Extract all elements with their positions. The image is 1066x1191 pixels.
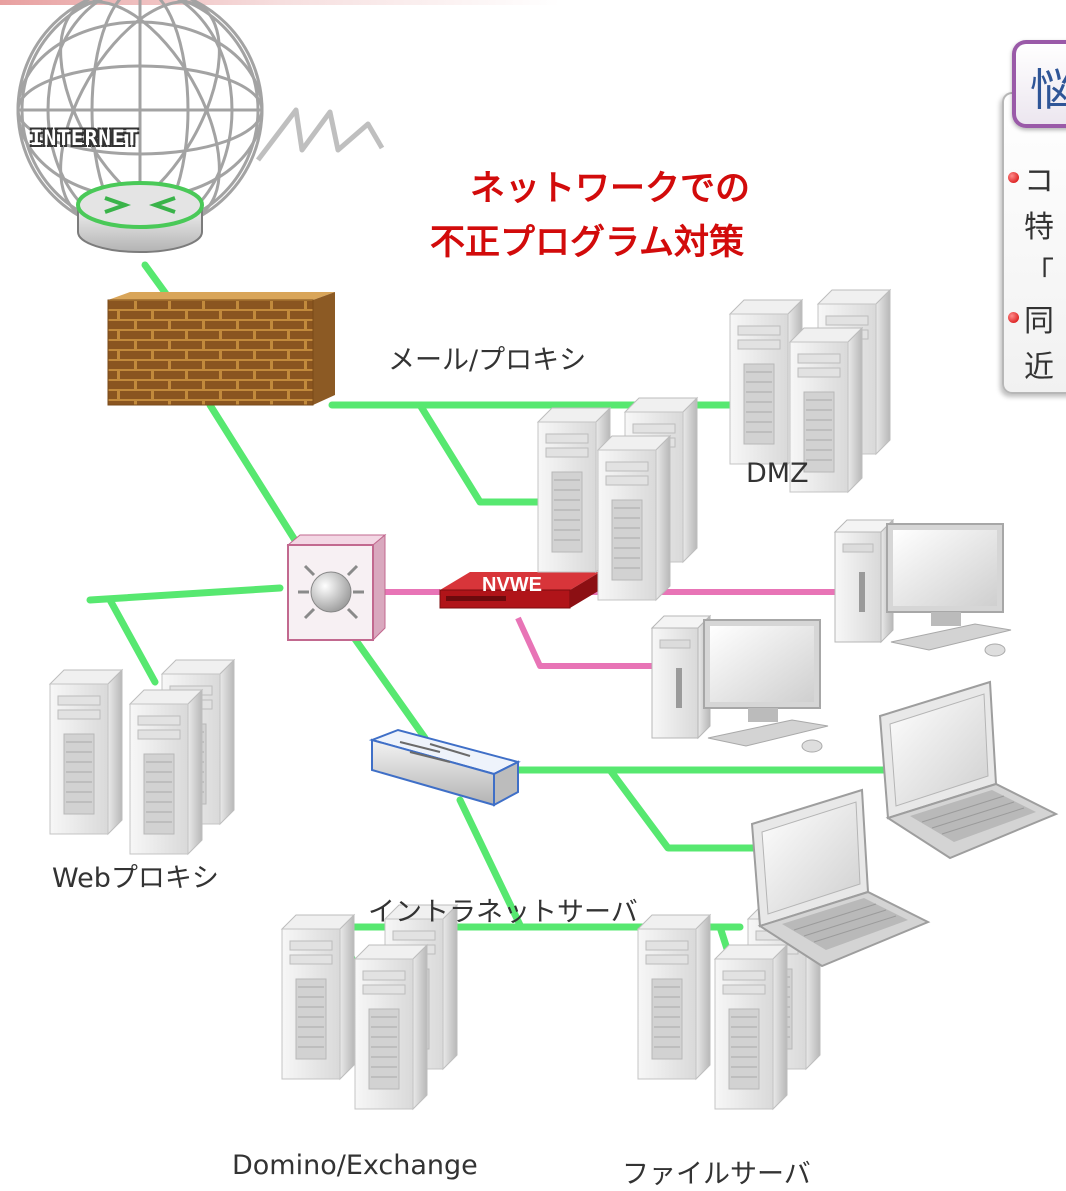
top-accent-bar	[0, 0, 560, 5]
switch-icon	[368, 728, 521, 807]
mail-proxy-label: メール/プロキシ	[388, 345, 587, 376]
server-tower-icon	[129, 689, 203, 855]
domino-exchange-label: Domino/Exchange	[232, 1150, 478, 1181]
side-panel-tab-title: 悩	[1030, 65, 1066, 116]
core-switch-icon	[286, 533, 387, 642]
panel-fragment: 特	[1024, 210, 1054, 245]
side-panel-tab: 悩	[1012, 40, 1066, 128]
diagram-title-line2: 不正プログラム対策	[430, 223, 744, 263]
domino-server-group	[281, 904, 458, 1110]
file-server-label: ファイルサーバ	[622, 1159, 811, 1190]
side-info-panel: コ 特 「 同 近	[1002, 92, 1066, 394]
server-tower-icon	[281, 914, 355, 1080]
firewall-icon	[107, 292, 335, 406]
panel-fragment: 同	[1024, 304, 1054, 339]
desktop-pc-icon	[651, 615, 829, 753]
nvwe-appliance-icon	[439, 572, 600, 609]
panel-fragment: コ	[1024, 164, 1054, 199]
bullet-icon	[1008, 172, 1019, 183]
bullet-icon	[1008, 312, 1019, 323]
lightning-icon	[256, 107, 385, 162]
server-tower-icon	[714, 944, 788, 1110]
internet-label: INTERNET	[30, 126, 140, 150]
diagram-title-line1: ネットワークでの	[470, 169, 751, 209]
server-tower-icon	[49, 669, 123, 835]
intranet-servers-label: イントラネットサーバ	[368, 897, 638, 928]
laptop-icon	[879, 681, 1057, 859]
panel-fragment: 「	[1024, 256, 1054, 291]
server-tower-icon	[597, 435, 671, 601]
server-tower-icon	[637, 914, 711, 1080]
dmz-label: DMZ	[746, 458, 809, 489]
web-proxy-label: Webプロキシ	[52, 863, 219, 894]
panel-fragment: 近	[1024, 350, 1054, 385]
server-tower-icon	[354, 944, 428, 1110]
router-icon	[76, 181, 204, 253]
desktop-pc-icon	[834, 519, 1012, 657]
web-proxy-server-group	[49, 659, 235, 855]
nvwe-label: NVWE	[482, 574, 542, 596]
mail-server-group	[537, 397, 698, 601]
